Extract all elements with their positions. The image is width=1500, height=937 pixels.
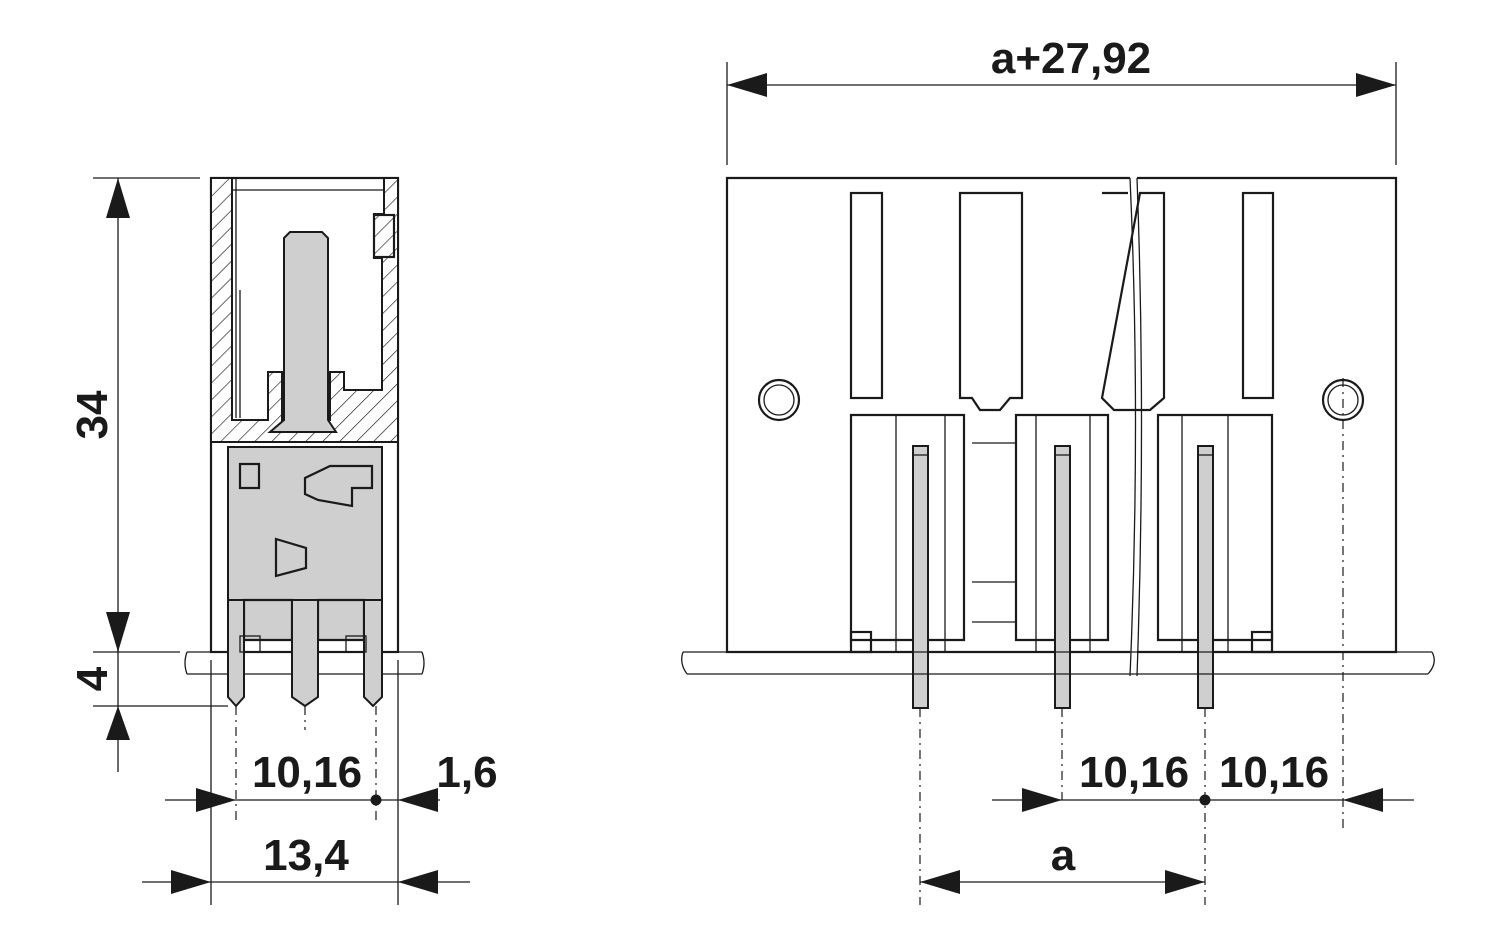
- front-slot-1: [849, 191, 884, 400]
- dim-34-arrow-top: [106, 178, 130, 218]
- dim-13-4-arrow-left: [171, 870, 211, 894]
- front-pin-1: [912, 445, 929, 709]
- dim-side-dot: [370, 794, 382, 806]
- front-slot-2: [958, 191, 1024, 412]
- side-pin-3: [363, 599, 383, 708]
- front-pin-bay-2: [1014, 413, 1110, 642]
- dim-total-label: a+27,92: [991, 34, 1151, 83]
- dim-pitch-arrow-left: [1022, 788, 1062, 812]
- side-housing-section: [210, 177, 399, 443]
- front-pin-bay-1: [849, 413, 966, 642]
- side-pin-2: [291, 599, 319, 708]
- dim-10-16-arrow-left: [196, 788, 236, 812]
- front-view: a+27,92 10,16 10,16 a: [681, 34, 1435, 905]
- dim-a-label: a: [1051, 831, 1076, 880]
- dim-13-4-arrow-right: [398, 870, 438, 894]
- dim-pitch-right-label: 10,16: [1219, 748, 1329, 797]
- front-mount-hole-left: [757, 378, 801, 422]
- side-pin-1: [227, 599, 245, 708]
- dim-pitch-arrow-right: [1343, 788, 1383, 812]
- side-view: 34 4 10,16 1,6 13,4: [68, 176, 498, 905]
- dim-1-6-arrow-right: [398, 788, 438, 812]
- dim-a-arrow-left: [920, 870, 960, 894]
- front-pin-3: [1197, 445, 1214, 709]
- dim-pitch-left-label: 10,16: [1079, 748, 1189, 797]
- front-mount-hole-left-inner: [763, 384, 795, 416]
- dim-side-pitch-label: 10,16: [252, 748, 362, 797]
- dim-a-arrow-right: [1165, 870, 1205, 894]
- side-latch: [372, 213, 396, 259]
- side-contact-hole: [238, 462, 261, 490]
- side-contact-window: [303, 464, 374, 508]
- dim-side-offset-label: 1,6: [436, 748, 497, 797]
- front-break-line-1: [1129, 177, 1137, 677]
- dim-total-arrow-left: [727, 73, 767, 97]
- front-slot-3: [1100, 191, 1166, 412]
- front-foot-left: [849, 630, 873, 654]
- front-pcb-ends: [681, 651, 1435, 675]
- side-pcb-board: [184, 651, 425, 675]
- side-contact-slot: [274, 537, 308, 578]
- front-pin-bay-3: [1156, 413, 1274, 642]
- dim-total-arrow-right: [1356, 73, 1396, 97]
- side-contact-pin: [267, 231, 338, 433]
- front-break-line-2: [1136, 177, 1143, 677]
- side-standoff-1: [239, 635, 261, 653]
- front-slot-4: [1241, 191, 1275, 400]
- dim-34-label: 34: [68, 390, 117, 439]
- dim-4-arrow-bottom: [106, 706, 130, 740]
- front-pin-2: [1054, 445, 1071, 709]
- front-foot-right: [1250, 630, 1274, 654]
- side-standoff-2: [345, 635, 367, 653]
- dim-4-label: 4: [68, 666, 117, 691]
- dim-pitch-dot: [1199, 794, 1211, 806]
- dim-side-width-label: 13,4: [263, 831, 349, 880]
